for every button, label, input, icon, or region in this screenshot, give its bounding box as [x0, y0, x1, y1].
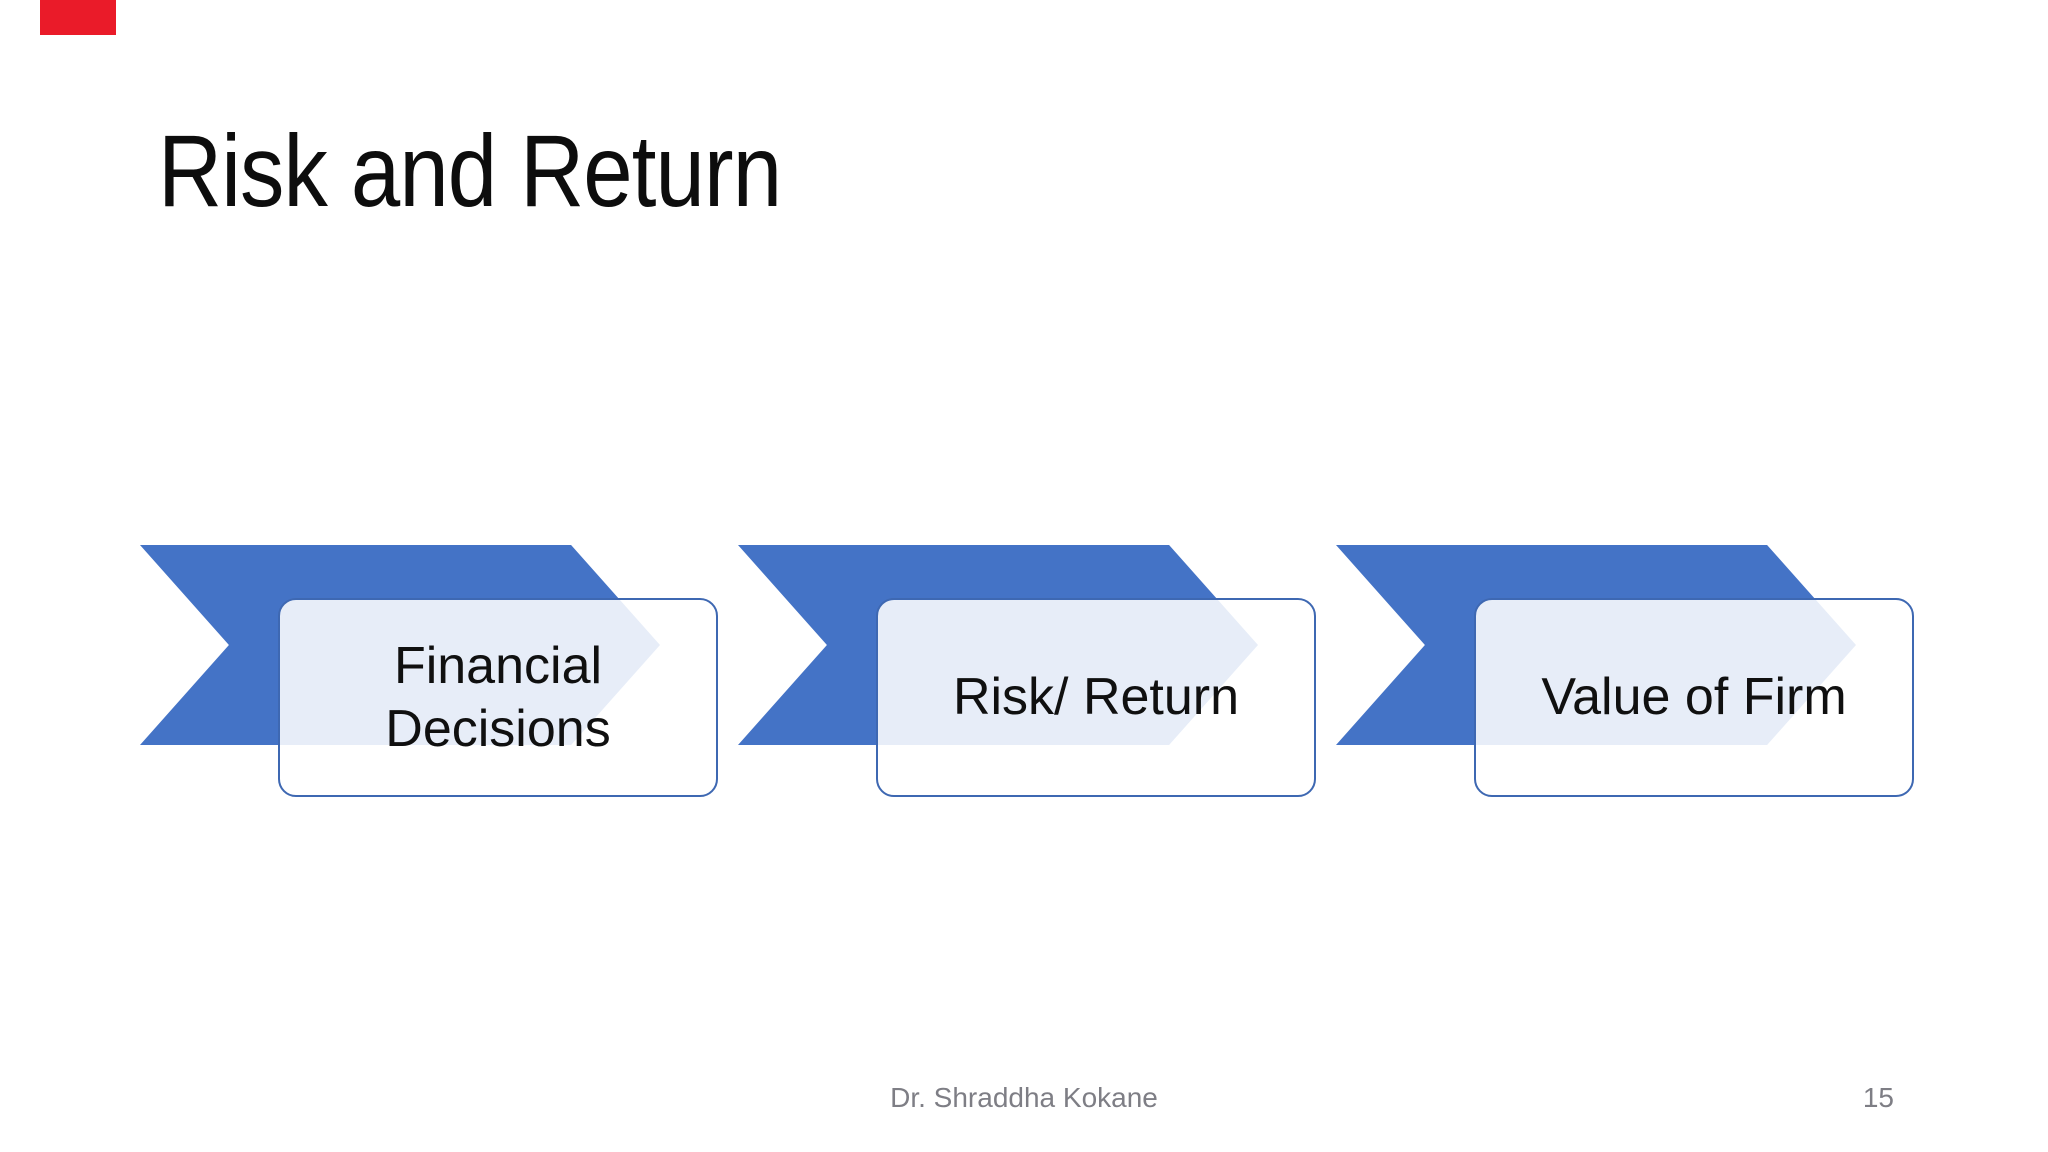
step-card: Risk/ Return	[876, 598, 1316, 797]
slide-title: Risk and Return	[158, 114, 782, 228]
footer-author: Dr. Shraddha Kokane	[890, 1082, 1158, 1113]
step-label: Risk/ Return	[952, 668, 1240, 727]
step-card: Financial Decisions	[278, 598, 718, 797]
process-step-value-of-firm: Value of Firm	[1336, 545, 1996, 805]
page-number: 15	[1862, 1082, 1894, 1113]
red-indicator-bar	[40, 0, 116, 35]
step-label: Value of Firm	[1541, 668, 1847, 727]
step-label: Financial Decisions	[385, 637, 611, 758]
process-step-financial-decisions: Financial Decisions	[140, 545, 800, 805]
process-step-risk-return: Risk/ Return	[738, 545, 1398, 805]
step-card: Value of Firm	[1474, 598, 1914, 797]
